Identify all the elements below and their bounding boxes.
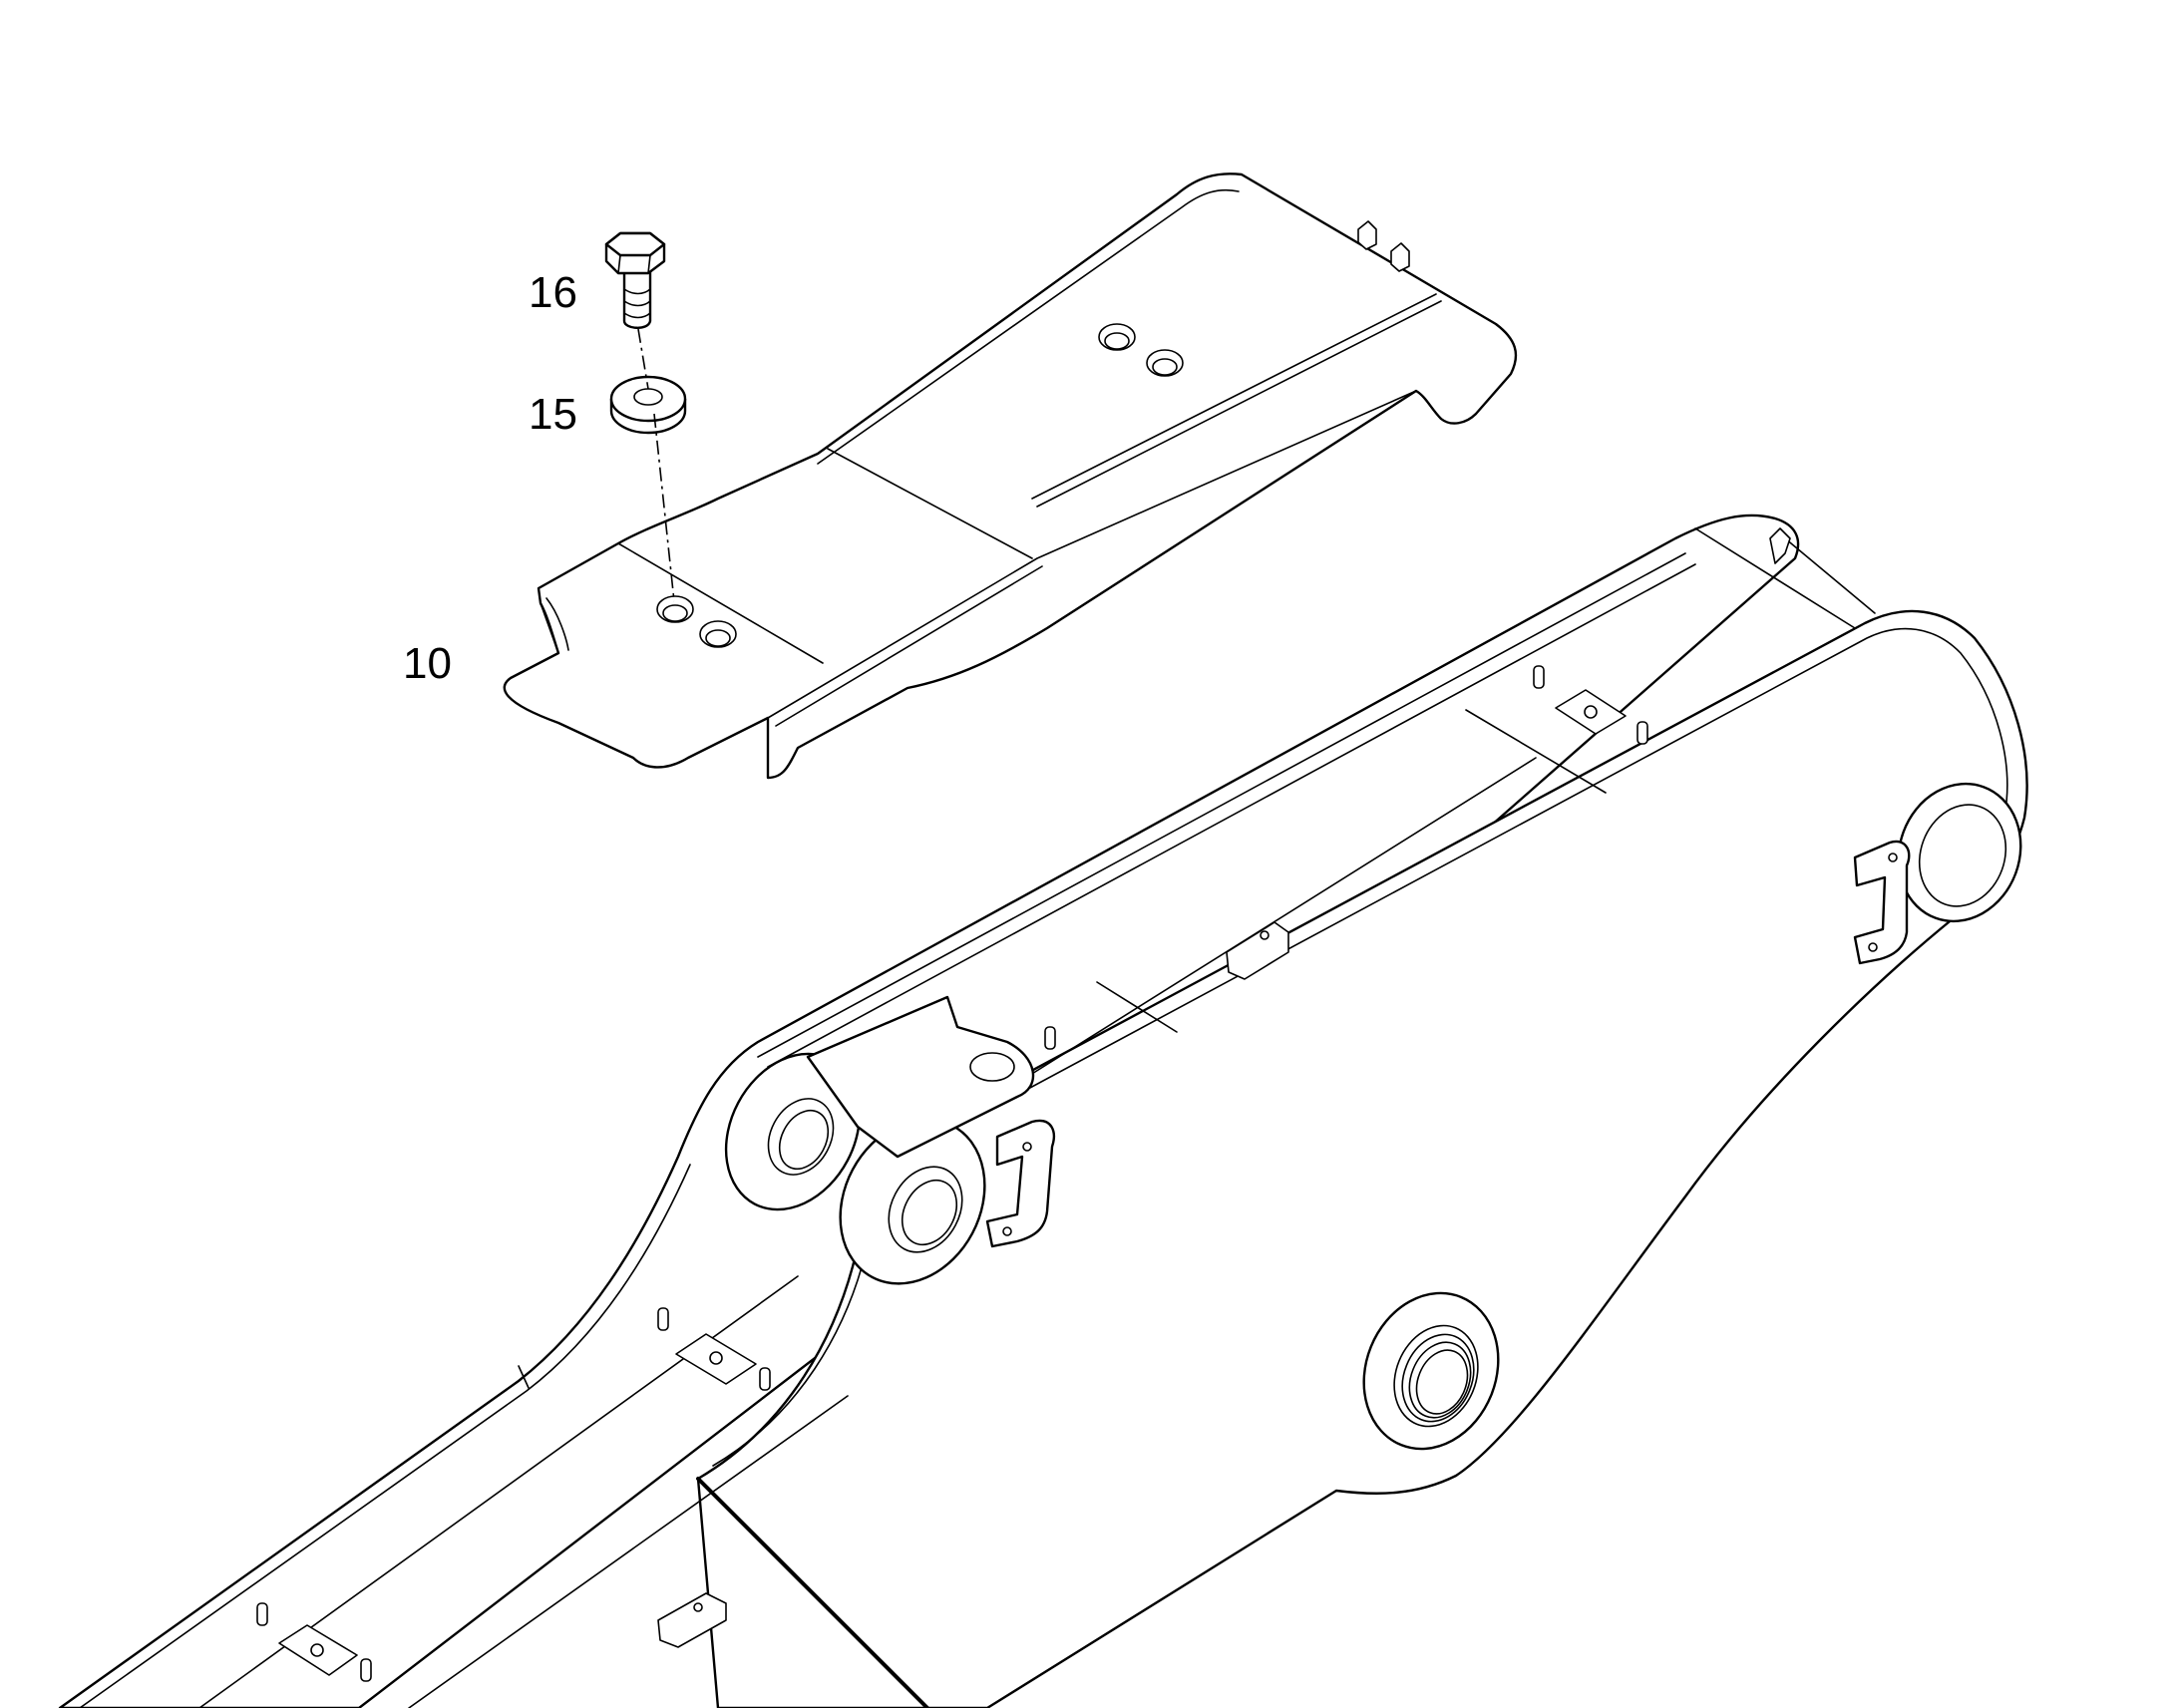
middle-block [1226, 921, 1289, 980]
boom-left-arm-joint [518, 1365, 530, 1389]
front-bracket [806, 995, 1035, 1159]
cover-hole-front-2-inner [705, 629, 731, 647]
bolt-head-face [617, 254, 651, 274]
cover-hole-front-1-inner [662, 604, 688, 622]
rear-pin-boss-bore [1918, 804, 2007, 907]
boom-top-ridge [757, 552, 1686, 1058]
cover-hole-rear-2 [1146, 349, 1184, 377]
bolt [604, 231, 666, 329]
callout-10: 10 [403, 639, 452, 688]
front-pin-boss-right-bore [888, 1166, 963, 1253]
lower-block [657, 1592, 727, 1648]
boom-lower-face-edge-2 [408, 1395, 849, 1708]
front-hook-bracket-hole-2 [1002, 1226, 1012, 1236]
bolt-shank [622, 267, 652, 329]
cover-plate-top-edge [817, 188, 1240, 465]
front-pin-boss-right-bore-inner [901, 1179, 958, 1246]
front-hook-bracket [985, 1119, 1055, 1248]
boom-inner-web-3 [1096, 981, 1178, 1033]
rear-stud-2 [1636, 721, 1648, 745]
cover-plate-front-bend [767, 390, 1417, 719]
rear-stud-1 [1533, 665, 1545, 689]
lower-stud-1 [657, 1307, 669, 1331]
washer [609, 375, 687, 435]
rear-hook-bracket [1853, 840, 1911, 965]
cylinder-boss-thread-2 [1408, 1341, 1472, 1419]
cover-hole-front-2 [699, 620, 737, 648]
boom-rear-top-plate-2 [1784, 537, 1876, 614]
lower-block-hole [693, 1602, 703, 1612]
cover-plate-front-bend-2 [775, 565, 1043, 727]
cover-plate-tab-fold [540, 602, 559, 654]
rear-hook-bracket-hole-2 [1868, 942, 1878, 952]
lower-stud-2 [759, 1367, 771, 1391]
lower-mount-pad-hole [709, 1351, 723, 1365]
bolt-thread-3 [623, 312, 651, 319]
cover-plate [503, 172, 1518, 780]
callout-16: 16 [529, 268, 577, 317]
bottom-stud-1 [256, 1602, 268, 1626]
middle-block-hole [1260, 930, 1270, 940]
front-bracket-hole [969, 1052, 1015, 1082]
boom-assembly [58, 513, 2028, 1708]
boom-rear-top-plate [1694, 527, 1856, 629]
rear-lug [1769, 527, 1791, 564]
rear-hook-bracket-hole-1 [1888, 853, 1898, 862]
bolt-thread-2 [623, 300, 651, 307]
middle-stud [1044, 1026, 1056, 1050]
front-pin-boss-left-bore [767, 1098, 835, 1176]
bolt-head-top [604, 231, 666, 257]
boom-top-ridge-inner [767, 563, 1696, 1068]
cover-plate-ridge [1031, 293, 1437, 500]
front-hook-bracket-hole-1 [1022, 1142, 1032, 1152]
boom-inner-web [1026, 757, 1537, 1078]
boom-web-seam [696, 1477, 929, 1708]
cover-plate-rear-tab-1 [1357, 220, 1377, 250]
boom-left-arm-inner-edge [79, 1164, 691, 1708]
rear-mount-pad-hole [1584, 705, 1598, 719]
cover-plate-fold-line [827, 448, 1033, 559]
washer-hole [633, 388, 663, 406]
cover-plate-tab-fold-2 [545, 597, 569, 651]
cover-plate-rear-fold [617, 542, 824, 664]
cover-plate-outline [503, 172, 1518, 780]
cover-hole-rear-1-inner [1104, 332, 1130, 350]
cover-plate-rear-tab-2 [1390, 242, 1410, 272]
bolt-thread-1 [623, 288, 651, 295]
front-pin-boss-left-bore-inner [778, 1109, 830, 1171]
callout-15: 15 [529, 390, 577, 439]
assembly-centerline [637, 328, 675, 602]
bottom-stud-2 [360, 1658, 372, 1682]
bottom-mount-pad-hole [310, 1643, 324, 1657]
cylinder-boss-thread-1 [1401, 1333, 1475, 1423]
cover-plate-ridge-2 [1036, 300, 1442, 508]
cover-hole-rear-2-inner [1152, 358, 1178, 376]
cover-hole-rear-1 [1098, 323, 1136, 351]
cover-hole-front-1 [656, 595, 694, 623]
cylinder-boss-thread-3 [1415, 1349, 1469, 1415]
boom-inner-web-2 [1465, 709, 1607, 794]
